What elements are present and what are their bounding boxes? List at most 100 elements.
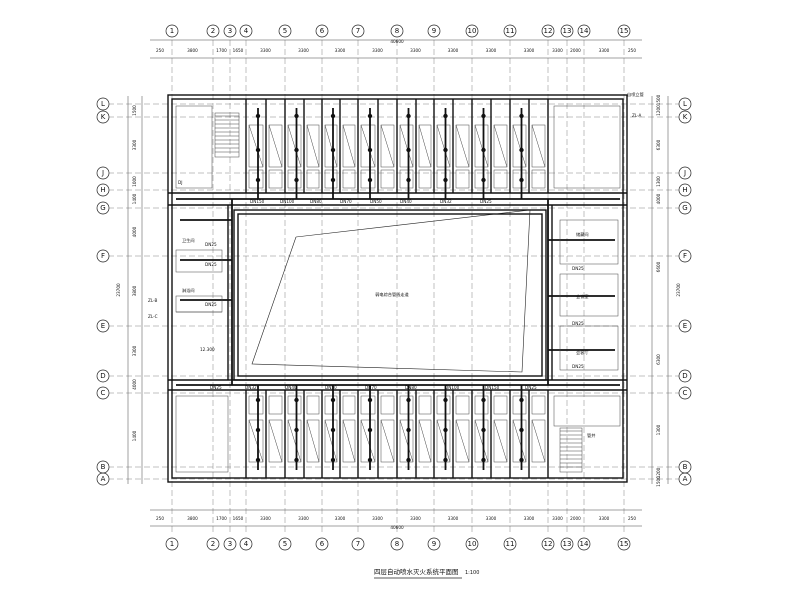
room-hatch <box>474 124 489 168</box>
sprinkler-head <box>481 457 486 463</box>
axis-bubble-row <box>678 201 692 215</box>
axis-label-col: 7 <box>356 27 360 35</box>
axis-bubble-col <box>560 24 574 38</box>
dim-col-bottom: 3300 <box>599 516 610 521</box>
room-bed-area <box>306 419 320 463</box>
axis-label-row: J <box>101 169 104 177</box>
room-hatch <box>360 419 376 463</box>
room-hatch <box>360 124 376 168</box>
dim-row-left: 3800 <box>132 285 137 296</box>
room-bathroom <box>268 395 283 415</box>
axis-label-col: 6 <box>320 27 325 35</box>
axis-label-row: B <box>101 463 106 471</box>
axis-bubble-row <box>96 183 110 197</box>
pipe-tag: DN25 <box>205 242 217 247</box>
riser-zl-a: ZL-A <box>632 113 642 118</box>
axis-bubble-col <box>427 24 441 38</box>
sprinkler-head <box>255 113 261 119</box>
label-elevation: 12.300 <box>200 347 215 352</box>
axis-label-row: H <box>100 186 105 194</box>
room-bed-area <box>360 124 376 168</box>
axis-label-col: 14 <box>580 540 589 548</box>
dim-row-left: 1500 <box>132 105 137 116</box>
room-bathroom <box>248 395 264 415</box>
dim-col-bottom: 3300 <box>260 516 271 521</box>
overall-depth-right: 23700 <box>676 283 681 297</box>
pipe-tag: DN150 <box>250 199 265 204</box>
pipe-tag: DN80 <box>405 385 417 390</box>
axis-bubble-col <box>503 24 517 38</box>
axis-label-row: F <box>101 252 105 260</box>
axis-bubble-col <box>577 537 591 551</box>
riser-zl-b: ZL-B <box>148 298 157 303</box>
axis-bubble-row <box>96 166 110 180</box>
room-bed-area <box>418 419 432 463</box>
dim-row-right: 1200 <box>656 105 661 116</box>
room-hatch <box>418 419 432 463</box>
dim-col-top: 3300 <box>260 48 271 53</box>
room-bed-area <box>474 124 489 168</box>
dim-row-left: 4000 <box>132 379 137 390</box>
dim-col-top: 3300 <box>552 48 563 53</box>
axis-label-col: 2 <box>211 27 215 35</box>
axis-label-col: 10 <box>468 540 477 548</box>
dim-col-bottom: 3300 <box>335 516 346 521</box>
axis-label-row: C <box>101 389 106 397</box>
pipe-tag: DN32 <box>440 199 452 204</box>
axis-label-row: F <box>683 252 687 260</box>
sprinkler-head <box>294 397 299 403</box>
axis-label-col: 3 <box>228 27 232 35</box>
room-bed-area <box>399 124 414 168</box>
sprinkler-head <box>406 147 411 153</box>
room-bathroom <box>342 169 356 189</box>
axis-bubble-col <box>223 24 237 38</box>
dim-row-right: 1300 <box>656 176 661 187</box>
axis-label-row: G <box>100 204 105 212</box>
dim-col-top: 1700 <box>216 48 227 53</box>
sprinkler-main-loop <box>176 198 620 386</box>
sprinkler-head <box>443 147 448 153</box>
room-bathroom <box>474 395 489 415</box>
sprinkler-head <box>481 113 486 119</box>
dim-col-top: 3300 <box>486 48 497 53</box>
sprinkler-head <box>294 177 299 183</box>
axis-label-row: K <box>683 113 688 121</box>
axis-label-col: 14 <box>580 27 589 35</box>
room-hatch <box>455 124 470 168</box>
room-hatch <box>493 124 508 168</box>
room-bathroom <box>287 395 302 415</box>
axis-label-row: K <box>101 113 106 121</box>
label-room-se: 管井 <box>587 432 595 439</box>
axis-bubble-col <box>541 537 555 551</box>
sprinkler-head <box>443 397 448 403</box>
dim-col-top: 2000 <box>570 48 581 53</box>
room-bed-area <box>324 419 338 463</box>
room-bed-area <box>455 419 470 463</box>
axis-bubble-col <box>390 537 404 551</box>
pipe-tag: DN25 <box>572 364 584 369</box>
pipe-tag: DN25 <box>205 302 217 307</box>
room-hatch <box>399 419 414 463</box>
axis-bubble-row <box>96 110 110 124</box>
sprinkler-head <box>367 147 373 153</box>
room-bathroom <box>474 169 489 189</box>
room-bathroom <box>248 169 264 189</box>
axis-bubble-col <box>427 537 441 551</box>
axis-label-col: 15 <box>620 540 629 548</box>
room-bathroom <box>360 395 376 415</box>
pipe-tag: DN80 <box>310 199 322 204</box>
dim-col-bottom: 3300 <box>410 516 421 521</box>
room-hatch <box>380 124 395 168</box>
axis-label-col: 12 <box>544 540 553 548</box>
sprinkler-head <box>330 397 336 403</box>
room-bathroom <box>418 395 432 415</box>
room-bathroom <box>512 169 527 189</box>
room-bed-area <box>531 124 546 168</box>
room-bathroom <box>455 395 470 415</box>
sprinkler-head <box>443 113 448 119</box>
dim-row-left: 1400 <box>132 430 137 441</box>
axis-label-col: 3 <box>228 540 232 548</box>
room-bed-area <box>268 419 283 463</box>
room-hatch <box>455 419 470 463</box>
axis-label-col: 1 <box>170 540 174 548</box>
